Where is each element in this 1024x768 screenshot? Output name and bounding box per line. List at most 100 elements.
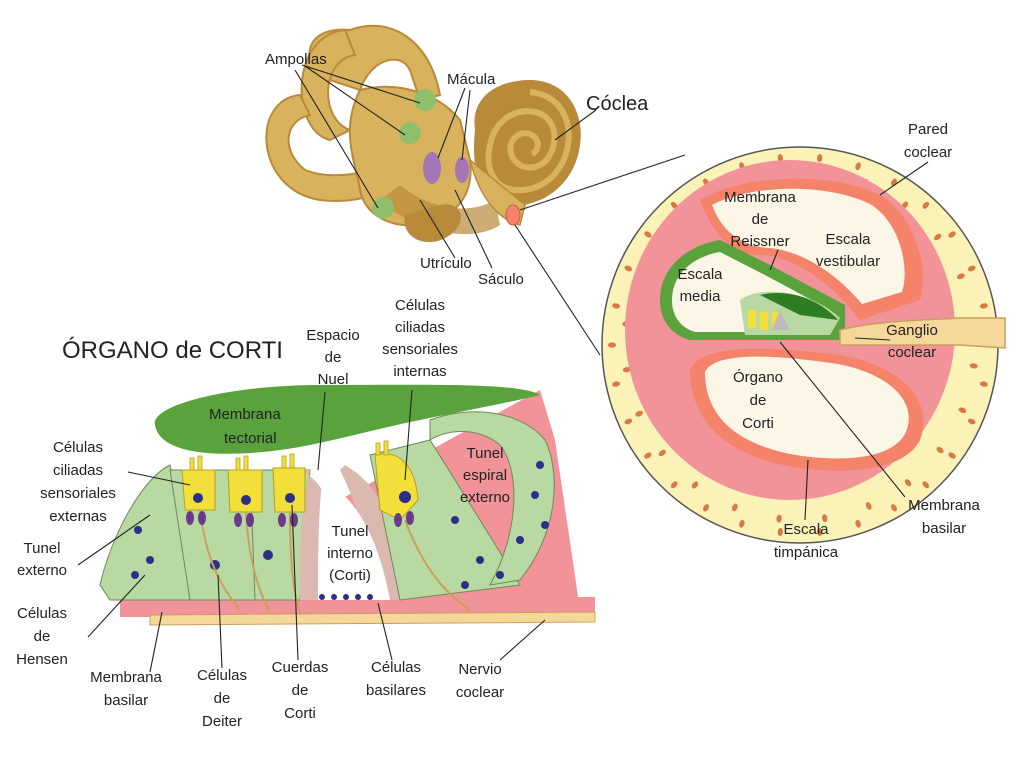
label-line: Hensen — [16, 651, 68, 668]
label-line: de — [325, 349, 342, 366]
label-line: Nervio — [458, 661, 501, 678]
label-line: Corti — [284, 705, 316, 722]
wall-pore — [731, 503, 738, 512]
wall-pore — [948, 231, 956, 238]
label-line: ciliadas — [395, 319, 445, 336]
label-line: basilar — [104, 692, 148, 709]
label-line: Espacio — [306, 327, 359, 344]
label-utriculo: Utrículo — [420, 255, 472, 272]
label-line: Escala — [825, 231, 871, 248]
label-celulas-internas: Células ciliadas sensoriales internas — [382, 297, 458, 380]
wall-pore — [691, 481, 699, 489]
wall-pore — [777, 154, 783, 162]
wall-pore — [922, 481, 930, 489]
label-line: externo — [460, 489, 510, 506]
label-line: Escala — [677, 266, 723, 283]
label-celulas-basilares: Células basilares — [366, 659, 426, 699]
wall-pore — [855, 162, 861, 171]
wall-pore — [979, 303, 988, 309]
wall-pore — [635, 410, 643, 417]
labels: Ampollas Mácula Cóclea Utrículo Sáculo Ó… — [16, 51, 980, 730]
label-saculo: Sáculo — [478, 271, 524, 288]
label-line: media — [680, 288, 722, 305]
label-ganglio-coclear: Ganglio coclear — [886, 322, 938, 361]
label-membrana-tectorial-2: tectorial — [224, 430, 277, 447]
wall-pore — [702, 504, 710, 512]
label-line: espiral — [463, 467, 507, 484]
wall-pore — [967, 265, 976, 272]
label-line: de — [214, 690, 231, 707]
wall-pore — [624, 265, 633, 272]
wall-pore — [817, 528, 823, 536]
wall-pore — [855, 519, 861, 528]
label-line: Corti — [742, 415, 774, 432]
label-line: de — [750, 392, 767, 409]
inner-ear-illustration — [265, 24, 581, 243]
label-line: de — [292, 682, 309, 699]
label-line: externas — [49, 508, 107, 525]
wall-pore — [739, 519, 745, 528]
wall-pore — [957, 273, 965, 280]
label-line: sensoriales — [382, 341, 458, 358]
label-line: timpánica — [774, 544, 839, 561]
wall-pore — [612, 381, 621, 387]
label-line: Ganglio — [886, 322, 938, 339]
label-line: de — [34, 628, 51, 645]
wall-pore — [644, 452, 652, 459]
label-tunel-interno: Tunel interno (Corti) — [327, 523, 373, 584]
wall-pore — [608, 342, 616, 348]
label-line: coclear — [888, 344, 936, 361]
wall-pore — [622, 367, 631, 373]
wall-pore — [934, 233, 942, 241]
label-line: Tunel — [467, 445, 504, 462]
label-nervio-coclear: Nervio coclear — [456, 661, 504, 701]
wall-pore — [936, 446, 944, 454]
wall-pore — [948, 452, 956, 459]
wall-pore — [612, 303, 621, 309]
label-line: de — [752, 211, 769, 228]
wall-pore — [670, 201, 678, 209]
label-membrana-tectorial-1: Membrana — [209, 406, 281, 423]
label-line: Células — [17, 605, 67, 622]
label-line: Membrana — [908, 497, 980, 514]
wall-pore — [922, 201, 930, 209]
wall-pore — [890, 504, 898, 512]
label-coclea: Cóclea — [586, 93, 649, 115]
wall-pore — [670, 481, 678, 489]
label-line: coclear — [904, 144, 952, 161]
wall-pore — [777, 528, 783, 536]
label-line: interno — [327, 545, 373, 562]
label-macula: Mácula — [447, 71, 496, 88]
label-line: sensoriales — [40, 485, 116, 502]
label-line: Células — [395, 297, 445, 314]
label-line: vestibular — [816, 253, 880, 270]
label-line: (Corti) — [329, 567, 371, 584]
wall-pore — [817, 154, 823, 162]
label-line: Órgano — [733, 369, 783, 386]
label-line: Deiter — [202, 713, 242, 730]
label-line: Tunel — [332, 523, 369, 540]
label-membrana-basilar-left: Membrana basilar — [90, 669, 162, 709]
label-tunel-externo: Tunel externo — [17, 540, 67, 579]
cochlea-cross-section — [601, 146, 1006, 544]
label-line: Células — [371, 659, 421, 676]
wall-pore — [904, 479, 912, 487]
label-line: coclear — [456, 684, 504, 701]
wall-pore — [644, 231, 652, 238]
label-line: Membrana — [90, 669, 162, 686]
wall-pore — [658, 449, 666, 457]
label-line: basilares — [366, 682, 426, 699]
label-line: internas — [393, 363, 446, 380]
label-line: ciliadas — [53, 462, 103, 479]
label-line: Membrana — [724, 189, 796, 206]
label-line: Tunel — [24, 540, 61, 557]
label-tunel-espiral: Tunel espiral externo — [460, 445, 510, 506]
label-line: externo — [17, 562, 67, 579]
